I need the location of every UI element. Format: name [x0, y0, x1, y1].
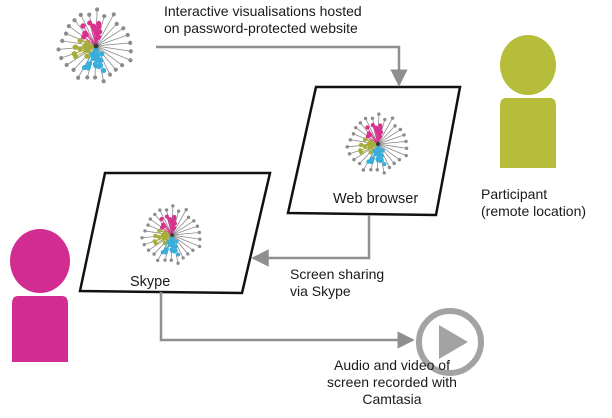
- arrow-hosted-to-browser: [156, 45, 408, 87]
- participant-caption-line-1: Participant: [481, 186, 548, 202]
- hosted-website-caption: Interactive visualisations hosted on pas…: [164, 3, 362, 37]
- recording-play-icon: [416, 308, 484, 376]
- hosted-caption-line-1: Interactive visualisations hosted: [164, 3, 362, 19]
- skype-label: Skype: [130, 274, 171, 290]
- participant-caption: Participant (remote location): [481, 186, 586, 220]
- researcher-person-icon: [10, 229, 70, 362]
- network-graph-icon-browser: [345, 112, 409, 175]
- sharing-caption-line-1: Screen sharing: [290, 266, 385, 282]
- recording-caption-line-3: Camtasia: [362, 391, 422, 407]
- network-graph-icon-top: [56, 7, 133, 84]
- participant-person-icon: [500, 35, 556, 168]
- participant-caption-line-2: (remote location): [481, 203, 587, 219]
- recording-caption: Audio and video of screen recorded with …: [327, 357, 457, 408]
- hosted-caption-line-2: on password-protected website: [164, 20, 358, 36]
- arrow-skype-to-recording: [159, 292, 415, 349]
- recording-caption-line-2: screen recorded with: [327, 374, 457, 390]
- recording-caption-line-1: Audio and video of: [333, 357, 450, 373]
- network-graph-icon-skype: [140, 204, 202, 265]
- screen-sharing-caption: Screen sharing via Skype: [290, 266, 384, 300]
- arrow-browser-to-skype: [251, 215, 371, 267]
- sharing-caption-line-2: via Skype: [290, 283, 351, 299]
- web-browser-label: Web browser: [333, 191, 419, 207]
